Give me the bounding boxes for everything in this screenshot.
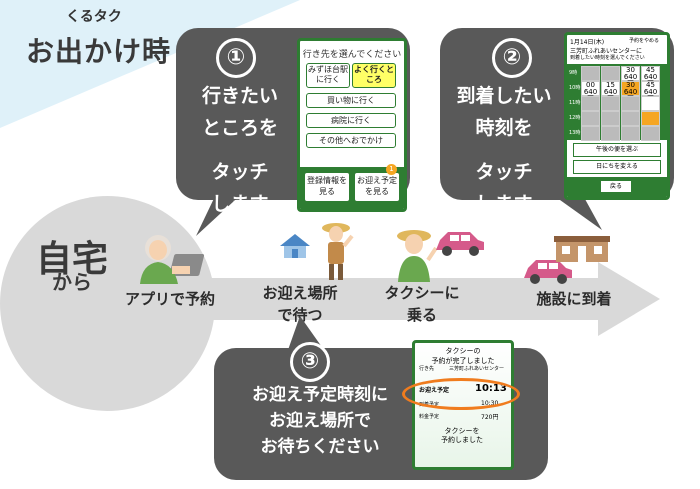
step3-number: ③ [290, 342, 330, 382]
slot-cell[interactable]: 00640円 [581, 81, 600, 103]
slot-cell[interactable]: 30640円 [621, 66, 640, 88]
phone1-option-shopping[interactable]: 買い物に行く [306, 93, 396, 108]
pickup-highlight [402, 378, 520, 410]
step2-bubble: ② 到着したい 時刻を タッチ します 1月14日(木) 予約をやめる 三芳町ふ… [440, 28, 674, 215]
slot-cell[interactable] [641, 111, 660, 126]
phone2-change-date-button[interactable]: 日にちを変える [573, 160, 661, 174]
phone1-option-other[interactable]: その他へおでかけ [306, 133, 396, 148]
phone1-option-hospital[interactable]: 病院に行く [306, 113, 396, 128]
phone3-title-2: 予約が完了しました [431, 357, 495, 365]
slot-cell [581, 111, 600, 126]
phone1-option-favorite[interactable]: よく行くところ [352, 63, 396, 88]
phone2-screen: 1月14日(木) 予約をやめる 三芳町ふれあいセンターに 到着したい時刻を選んで… [564, 32, 670, 200]
step1-bubble: ① 行きたい ところを タッチ します 行き先を選んでください みずほ台駅に行く… [176, 28, 410, 215]
bubble1-tail [196, 190, 246, 236]
slot-cell [621, 126, 640, 141]
step3-text: お迎え予定時刻に お迎え場所で お待ちください [252, 385, 388, 457]
facility-building-icon [554, 236, 610, 262]
timeline-label-ride: タクシーに 乗る [384, 284, 460, 324]
slot-cell [581, 96, 600, 111]
timeline-label-arrive: 施設に到着 [536, 290, 612, 308]
taxi-car-2-icon [524, 260, 572, 284]
phone3-confirm-text: タクシーを予約しました [441, 427, 483, 444]
phone2-date: 1月14日(木) [570, 39, 605, 46]
header-title: お出かけ時 [26, 35, 172, 68]
slot-cell[interactable] [641, 96, 660, 111]
phone1-registration-button[interactable]: 登録情報を見る [304, 172, 350, 202]
timeline-label-wait: お迎え場所 で待つ [262, 284, 338, 324]
home-label: 自宅 [36, 239, 109, 280]
step2-text: 到着したい 時刻を タッチ します [456, 85, 552, 215]
phone1-pickup-button[interactable]: お迎え予定を見る [354, 172, 400, 202]
phone1-screen: 行き先を選んでください みずほ台駅に行く よく行くところ 買い物に行く 病院に行… [297, 38, 407, 212]
slot-cell [641, 126, 660, 141]
slot-cell [601, 66, 620, 81]
slot-cell [601, 111, 620, 126]
phone2-afternoon-button[interactable]: 午後の便を選ぶ [573, 143, 661, 157]
phone2-line1: 三芳町ふれあいセンターに [570, 48, 643, 55]
slot-cell[interactable]: 15640円 [601, 81, 620, 103]
woman-waiting-illustration [322, 223, 354, 280]
timeline-arrow-head [598, 262, 660, 336]
step1-text: 行きたい ところを タッチ します [201, 85, 278, 215]
phone3-title-1: タクシーの [445, 347, 481, 355]
phone1-option-station[interactable]: みずほ台駅に行く [306, 63, 350, 88]
phone1-badge: 1 [386, 164, 397, 175]
header-subtitle: くるタク [66, 9, 122, 25]
bubble3-tail [288, 316, 324, 350]
step3-bubble: ③ お迎え予定時刻に お迎え場所で お待ちください タクシーの 予約が完了しまし… [214, 340, 548, 480]
phone2-back-button[interactable]: 戻る [601, 181, 631, 192]
bubble2-tail [546, 190, 602, 230]
house-icon [280, 234, 310, 258]
step2-number: ② [492, 38, 532, 78]
timeline-band [170, 278, 600, 320]
phone1-title: 行き先を選んでください [302, 50, 402, 60]
timeline-label-reserve: アプリで予約 [124, 290, 215, 308]
slot-cell[interactable]: 45640円 [641, 81, 660, 103]
woman-hailing-illustration [397, 230, 438, 282]
taxi-car-1-icon [436, 232, 484, 256]
slot-cell [621, 96, 640, 111]
slot-cell-selected[interactable]: 30640円 [621, 81, 640, 103]
woman-with-laptop-illustration [140, 235, 205, 284]
phone2-cancel[interactable]: 予約をやめる [629, 38, 660, 44]
slot-cell [581, 66, 600, 81]
home-sub-label: から [52, 270, 92, 294]
step1-number: ① [216, 38, 256, 78]
slot-cell[interactable]: 45640円 [641, 66, 660, 88]
slot-cell [581, 126, 600, 141]
slot-cell [621, 111, 640, 126]
phone2-line2: 到着したい時刻を選んでください [570, 55, 645, 61]
slot-cell [601, 126, 620, 141]
slot-cell [601, 96, 620, 111]
